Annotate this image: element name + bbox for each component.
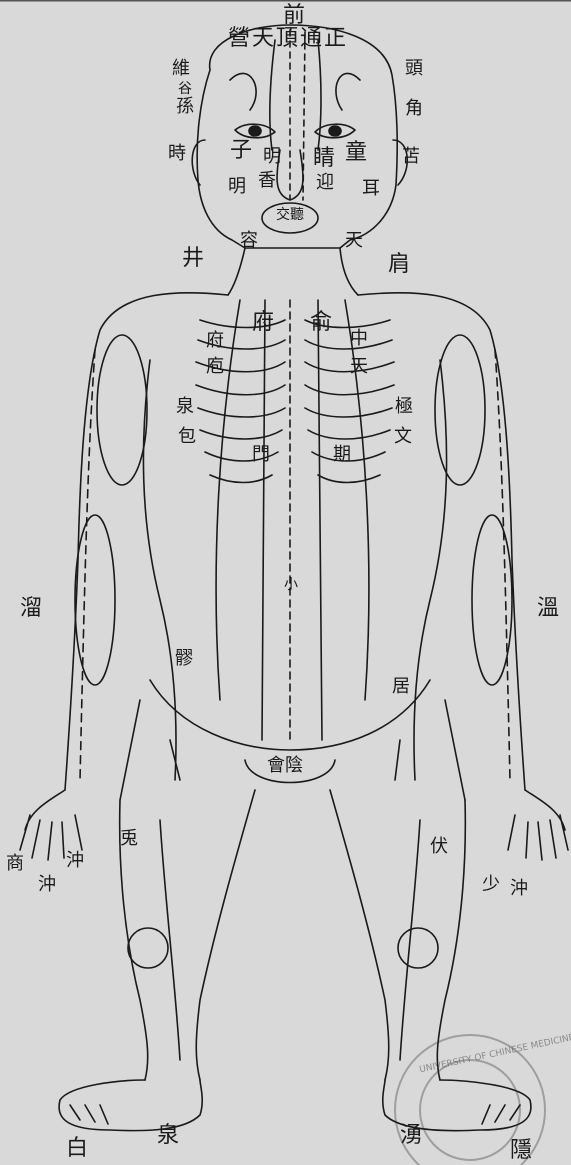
- point-label-tian-chest: 天: [350, 358, 368, 376]
- point-label-qi: 期: [333, 446, 351, 464]
- point-label-liao: 髎: [175, 650, 193, 668]
- right-upper-arm-muscle: [435, 335, 485, 485]
- point-label-xiang: 香: [258, 172, 276, 190]
- point-label-ju: 居: [392, 678, 410, 696]
- point-label-shang: 商: [6, 855, 24, 873]
- left-leg-outline: [120, 790, 255, 1080]
- point-label-wen: 文: [394, 428, 412, 446]
- point-label-hui-yin: 會陰: [267, 757, 303, 775]
- point-label-men: 門: [252, 446, 270, 464]
- right-forearm-muscle: [472, 515, 512, 685]
- point-label-ji: 極: [395, 398, 413, 416]
- point-label-jiao-ting: 交聽: [276, 208, 304, 222]
- point-label-wei: 維: [172, 60, 190, 78]
- point-label-quan-foot: 泉: [157, 1125, 179, 1147]
- point-label-chong2: 沖: [38, 876, 56, 894]
- point-label-bao: 包: [178, 428, 196, 446]
- right-leg-outline: [330, 790, 465, 1080]
- point-label-fu2: 府: [206, 332, 224, 350]
- left-knee: [128, 928, 168, 968]
- point-label-sun: 孫: [176, 98, 194, 116]
- point-label-tou: 頭: [405, 60, 423, 78]
- left-upper-arm-muscle: [97, 335, 147, 485]
- point-label-ming1: 明: [228, 178, 246, 196]
- point-label-gu: 谷: [178, 82, 192, 96]
- point-label-wen2: 溫: [537, 598, 559, 620]
- point-label-ming2: 明: [263, 148, 281, 166]
- point-label-jing-well: 井: [182, 248, 204, 270]
- point-label-quan: 泉: [176, 398, 194, 416]
- point-label-tu: 兎: [120, 830, 138, 848]
- point-label-ying: 迎: [316, 174, 334, 192]
- left-forearm-muscle: [75, 515, 115, 685]
- point-label-bai: 白: [66, 1138, 88, 1160]
- right-knee: [398, 928, 438, 968]
- torso-outline: [65, 293, 525, 790]
- point-label-er: 耳: [362, 180, 380, 198]
- right-hand: [508, 790, 568, 860]
- point-label-liu: 溜: [20, 598, 42, 620]
- point-label-jiao: 角: [405, 100, 423, 118]
- left-foot: [59, 1080, 202, 1131]
- point-label-chong3: 沖: [510, 880, 528, 898]
- point-label-top-row: 營天頂通正: [228, 28, 348, 50]
- point-label-jian: 肩: [388, 254, 410, 276]
- point-label-fu3: 伏: [430, 838, 448, 856]
- point-label-shi: 時: [168, 145, 186, 163]
- point-label-jing: 睛: [313, 148, 335, 170]
- point-label-shao: 少: [482, 876, 500, 894]
- point-label-rong: 容: [240, 232, 258, 250]
- point-label-gong: 苫: [402, 148, 420, 166]
- point-label-yin-foot: 隱: [510, 1140, 532, 1162]
- point-label-zhong: 中: [350, 330, 368, 348]
- point-label-chong1: 沖: [66, 852, 84, 870]
- point-label-qian: 前: [283, 5, 305, 27]
- point-label-tian-neck: 天: [345, 232, 363, 250]
- point-label-yu: 俞: [310, 312, 332, 334]
- point-label-fu1: 府: [252, 312, 274, 334]
- point-label-hu: 庖: [206, 358, 224, 376]
- point-label-xiao: 小: [284, 578, 298, 592]
- point-label-tong: 童: [345, 142, 367, 164]
- point-label-zi: 子: [230, 140, 252, 162]
- point-label-yong: 湧: [400, 1125, 422, 1147]
